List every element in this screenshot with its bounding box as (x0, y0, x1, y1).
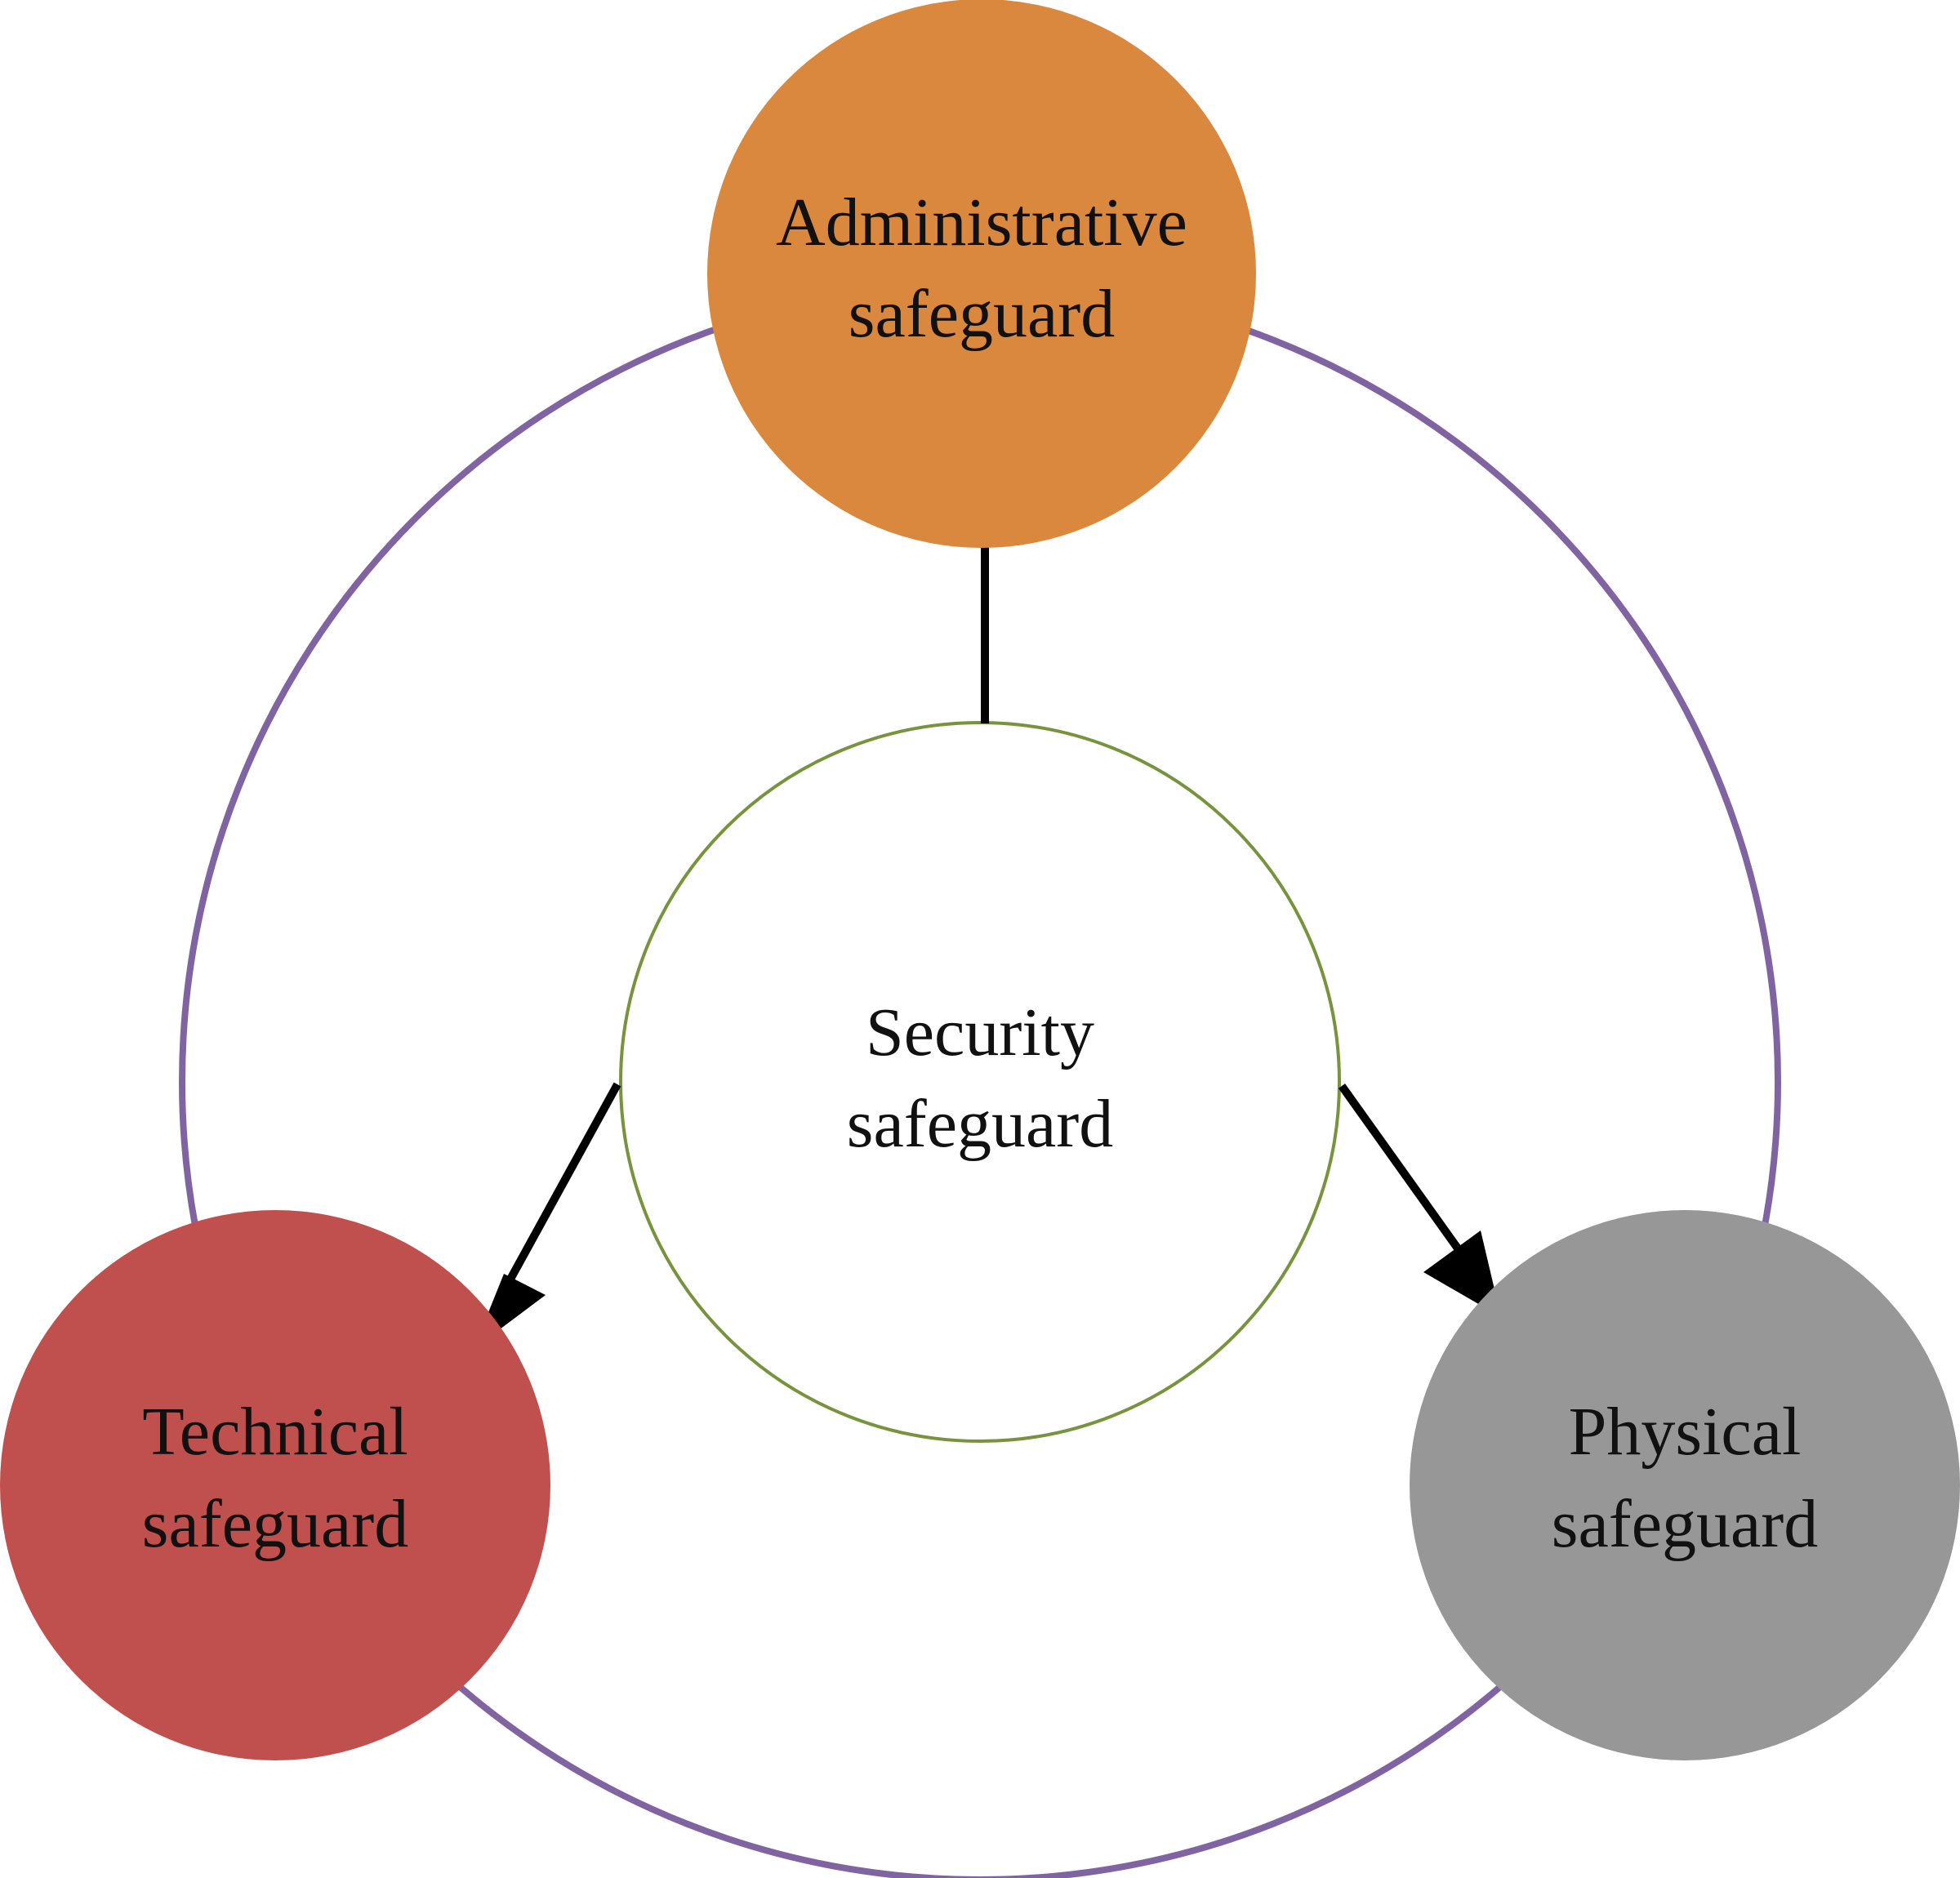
arrowhead-physical (1423, 1230, 1501, 1317)
arrow-to-technical (490, 1082, 621, 1311)
administrative-label-line2: safeguard (849, 276, 1115, 352)
administrative-circle (707, 0, 1256, 548)
technical-node: Technical safeguard (0, 1210, 550, 1760)
physical-node: Physical safeguard (1410, 1210, 1960, 1760)
administrative-label-line1: Administrative (776, 185, 1187, 260)
physical-circle (1410, 1210, 1960, 1760)
center-node-label: Security safeguard (847, 995, 1113, 1162)
technical-label-line1: Technical (142, 1394, 408, 1470)
center-circle (619, 721, 1341, 1443)
administrative-node: Administrative safeguard (707, 0, 1256, 548)
center-label-line1: Security (866, 995, 1094, 1070)
arrow-to-physical (1338, 1084, 1474, 1268)
physical-label-line2: safeguard (1552, 1486, 1818, 1562)
physical-label-line1: Physical (1569, 1394, 1802, 1470)
technical-circle (0, 1210, 550, 1760)
center-label-line2: safeguard (847, 1086, 1113, 1162)
technical-label-line2: safeguard (142, 1486, 408, 1562)
